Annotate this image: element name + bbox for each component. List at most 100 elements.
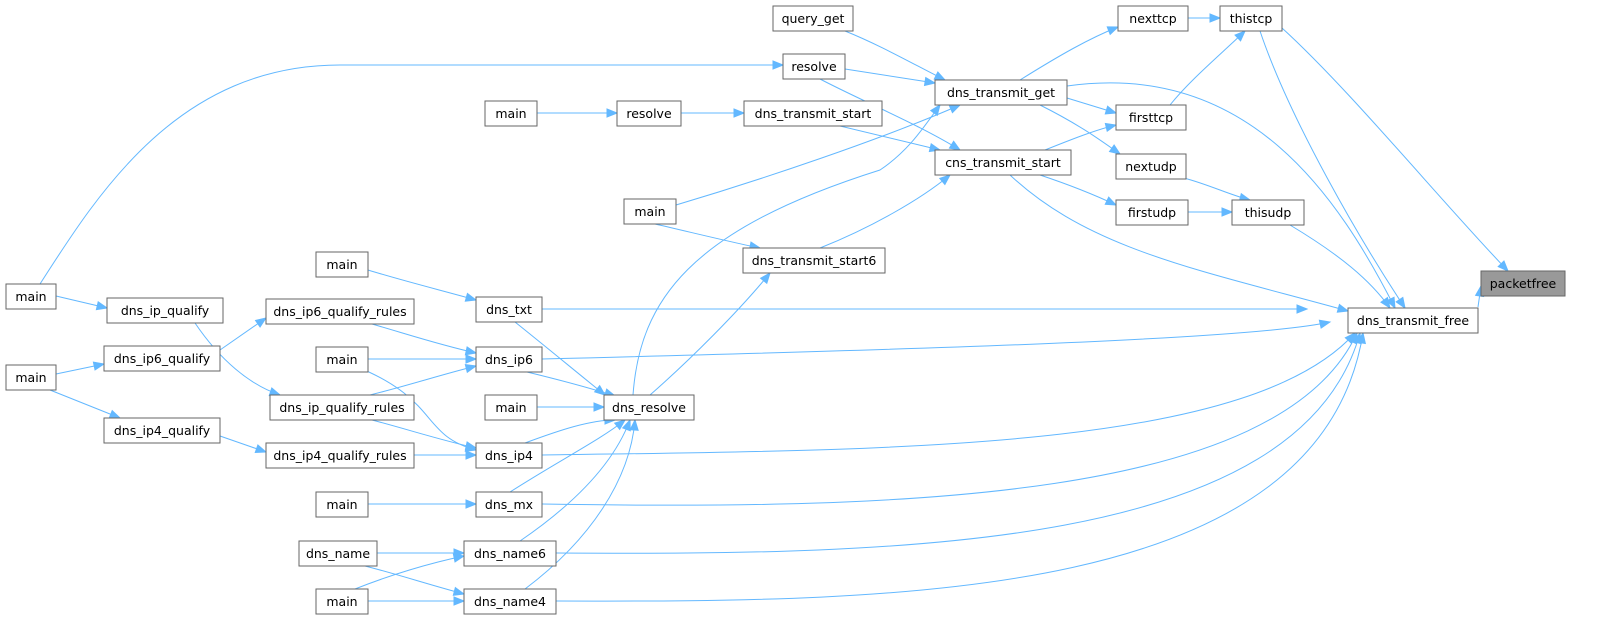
- node-dns-ip-qualify-rules[interactable]: dns_ip_qualify_rules: [269, 394, 415, 421]
- node-cns-transmit-start[interactable]: cns_transmit_start: [934, 149, 1072, 176]
- node-box: [484, 100, 538, 127]
- node-label: main: [495, 400, 526, 415]
- arrow-head-icon: [1296, 304, 1309, 314]
- node-dns-ip4[interactable]: dns_ip4: [475, 442, 543, 469]
- arrow-head-icon: [1336, 303, 1350, 313]
- node-dns-ip6[interactable]: dns_ip6: [475, 346, 543, 373]
- node-resolve-top[interactable]: resolve: [782, 53, 846, 80]
- node-box: [782, 53, 846, 80]
- edge-dns_name_leaf-to-dns_name6: [377, 548, 466, 558]
- arrow-head-icon: [1497, 260, 1509, 272]
- node-main-name4[interactable]: main: [315, 588, 369, 615]
- edge-line: [364, 565, 465, 595]
- node-label: main: [326, 257, 357, 272]
- arrow-head-icon: [464, 363, 478, 374]
- edge-main_left1-to-resolve_top: [39, 60, 785, 285]
- node-firstudp[interactable]: firstudp: [1115, 199, 1189, 226]
- node-dns-name-leaf[interactable]: dns_name: [298, 540, 378, 567]
- edge-line: [526, 371, 616, 397]
- node-label: dns_txt: [486, 302, 532, 317]
- arrow-head-icon: [759, 271, 771, 285]
- node-main-resolve[interactable]: main: [484, 100, 538, 127]
- edge-line: [1259, 30, 1406, 309]
- arrow-head-icon: [1104, 105, 1118, 115]
- edge-line: [1169, 30, 1246, 106]
- edge-main_resolve-to-resolve_mid: [537, 108, 619, 118]
- node-dns-transmit-start6[interactable]: dns_transmit_start6: [742, 247, 886, 274]
- node-dns-ip-qualify[interactable]: dns_ip_qualify: [106, 297, 224, 324]
- node-dns-txt[interactable]: dns_txt: [475, 296, 543, 323]
- edge-line: [354, 555, 465, 590]
- node-dns-transmit-get[interactable]: dns_transmit_get: [934, 79, 1068, 106]
- node-label: dns_ip4_qualify: [114, 423, 211, 438]
- node-box: [772, 5, 854, 32]
- edge-dns_transmit_get-to-firsttcp: [1066, 97, 1118, 115]
- edge-main_mid-to-dns_transmit_start6: [654, 223, 762, 251]
- node-nextudp[interactable]: nextudp: [1115, 153, 1187, 180]
- edge-line: [371, 323, 477, 354]
- edge-line: [371, 419, 477, 449]
- node-box: [315, 346, 369, 373]
- edge-resolve_top-to-cns_transmit_start: [819, 78, 962, 151]
- node-main-mx[interactable]: main: [315, 491, 369, 518]
- arrow-head-icon: [938, 174, 952, 186]
- arrow-head-icon: [1234, 30, 1246, 42]
- node-main-resolve2[interactable]: main: [484, 394, 538, 421]
- node-label: dns_transmit_get: [947, 85, 1055, 100]
- node-label: nextudp: [1125, 159, 1177, 174]
- node-box: [934, 79, 1068, 106]
- node-dns-ip6-qualify[interactable]: dns_ip6_qualify: [103, 345, 221, 372]
- edge-line: [369, 365, 477, 396]
- edge-cns_transmit_start-to-dns_transmit_free: [1009, 174, 1350, 313]
- arrow-head-icon: [772, 60, 785, 70]
- node-dns-name4[interactable]: dns_name4: [463, 588, 557, 615]
- node-box: [603, 394, 695, 421]
- node-dns-transmit-free[interactable]: dns_transmit_free: [1347, 307, 1479, 334]
- node-thistcp[interactable]: thistcp: [1219, 5, 1283, 32]
- node-box: [475, 491, 543, 518]
- node-main-left1[interactable]: main: [5, 283, 57, 310]
- edge-line: [819, 78, 961, 151]
- edge-main_mx-to-dns_mx: [368, 499, 478, 509]
- node-box: [1219, 5, 1283, 32]
- edge-line: [844, 30, 946, 81]
- node-nexttcp[interactable]: nexttcp: [1117, 5, 1189, 32]
- node-main-ip6[interactable]: main: [315, 346, 369, 373]
- node-dns-name6[interactable]: dns_name6: [463, 540, 557, 567]
- node-box: [484, 394, 538, 421]
- edge-dns_name_leaf-to-dns_name4: [364, 565, 466, 596]
- edge-dns_txt-to-dns_transmit_free: [542, 304, 1309, 314]
- node-firsttcp[interactable]: firsttcp: [1115, 104, 1187, 131]
- edge-line: [1066, 82, 1396, 309]
- node-box: [1117, 5, 1189, 32]
- node-dns-mx[interactable]: dns_mx: [475, 491, 543, 518]
- node-thisudp[interactable]: thisudp: [1231, 199, 1305, 226]
- arrow-head-icon: [1106, 26, 1120, 36]
- node-label: thistcp: [1230, 11, 1273, 26]
- node-dns-ip4-qualify-rules[interactable]: dns_ip4_qualify_rules: [265, 442, 415, 469]
- node-dns-transmit-start[interactable]: dns_transmit_start: [743, 100, 883, 127]
- node-label: main: [15, 289, 46, 304]
- node-box: [623, 198, 677, 225]
- node-dns-resolve[interactable]: dns_resolve: [603, 394, 695, 421]
- arrow-head-icon: [1221, 207, 1234, 217]
- edge-main_name4-to-dns_name4: [368, 596, 466, 606]
- node-main-mid[interactable]: main: [623, 198, 677, 225]
- node-resolve-mid[interactable]: resolve: [616, 100, 682, 127]
- node-label: dns_name4: [474, 594, 546, 609]
- node-main-txt[interactable]: main: [315, 251, 369, 278]
- edge-resolve_mid-to-dns_transmit_start: [681, 108, 746, 118]
- node-box: [1231, 199, 1305, 226]
- node-label: dns_ip6_qualify: [114, 351, 211, 366]
- node-box: [1347, 307, 1479, 334]
- node-query-get[interactable]: query_get: [772, 5, 854, 32]
- node-dns-ip4-qualify[interactable]: dns_ip4_qualify: [103, 417, 221, 444]
- edge-line: [844, 68, 936, 84]
- node-packetfree[interactable]: packetfree: [1480, 270, 1566, 297]
- arrow-head-icon: [254, 444, 268, 454]
- node-main-left2[interactable]: main: [5, 364, 57, 391]
- edge-line: [541, 332, 1356, 456]
- edge-dns_resolve-to-dns_transmit_get: [632, 103, 941, 396]
- node-dns-ip6-qualify-rules[interactable]: dns_ip6_qualify_rules: [265, 298, 415, 325]
- edge-line: [555, 332, 1364, 602]
